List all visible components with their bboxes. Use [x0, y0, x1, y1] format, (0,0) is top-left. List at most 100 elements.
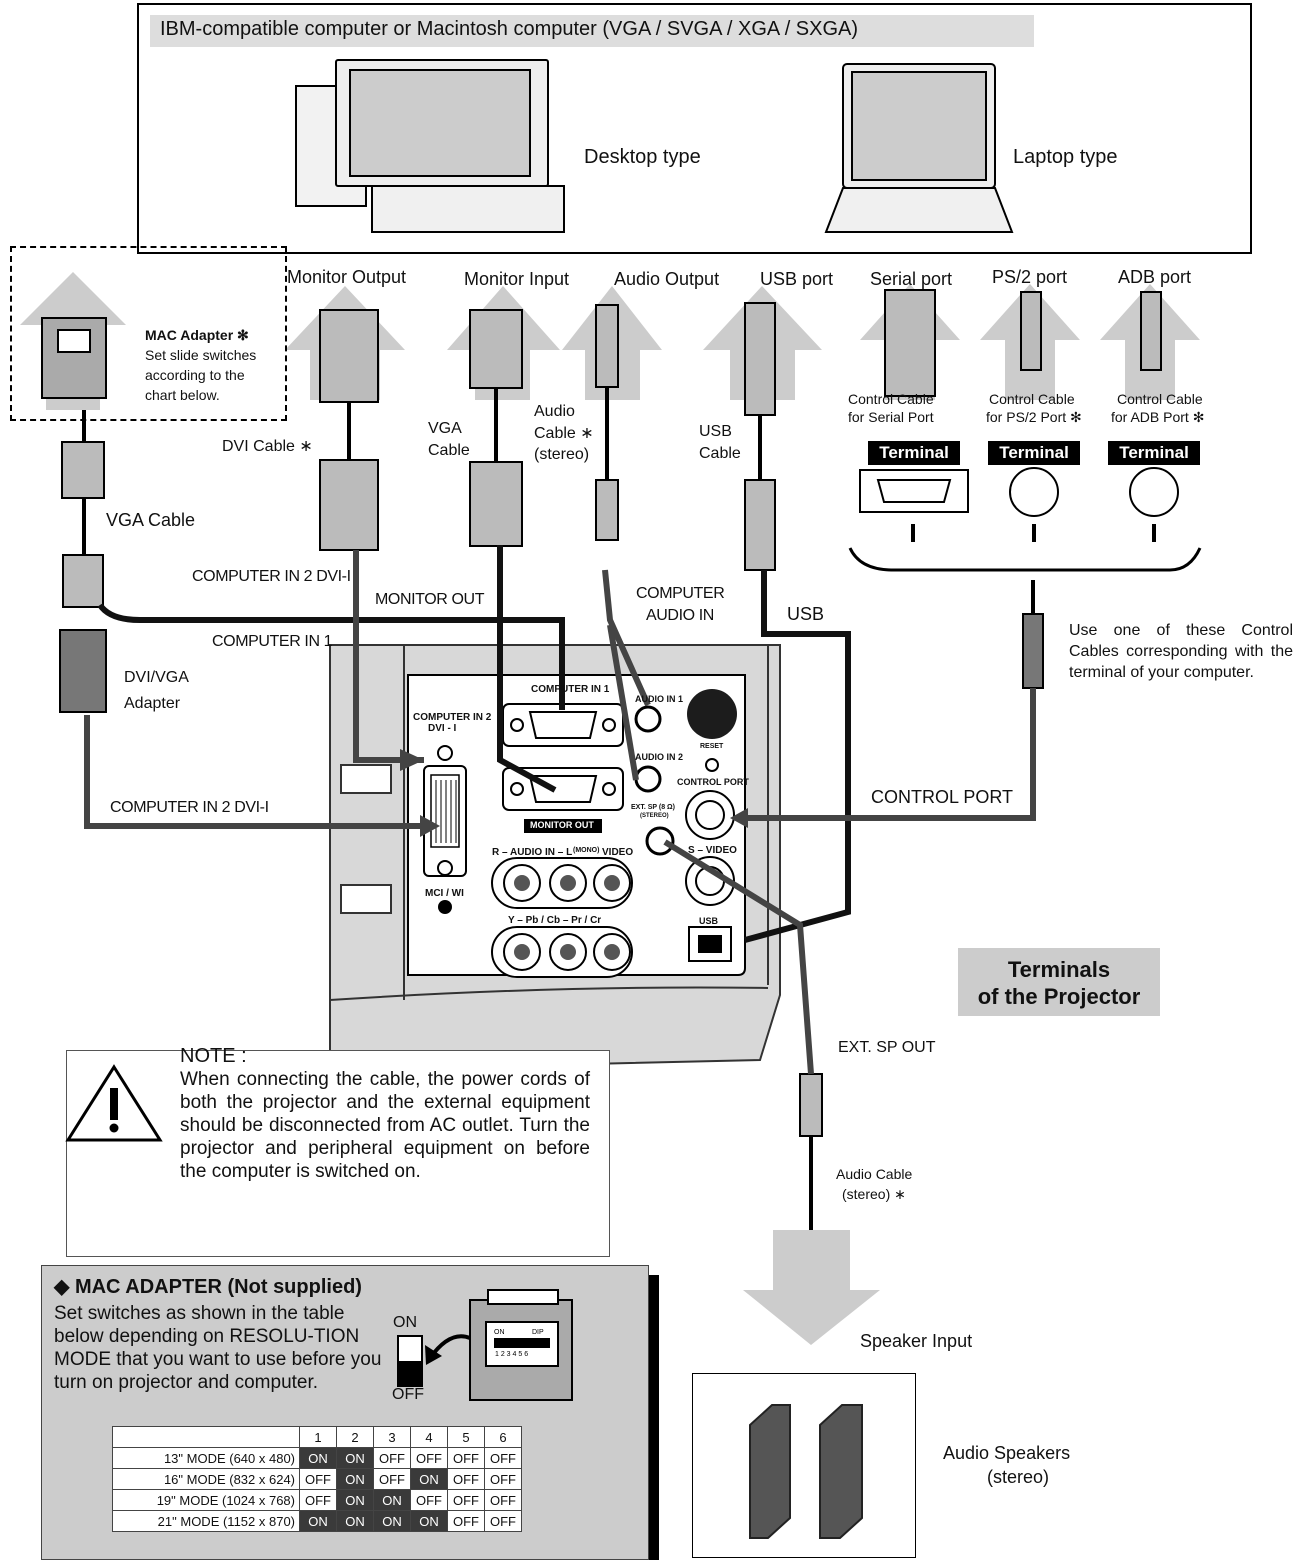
panel-computer-in-2-a: COMPUTER IN 2 [413, 712, 492, 723]
speakers-label-1: Audio Speakers [943, 1443, 1071, 1463]
mac-adapter-line2: according to the [145, 367, 245, 383]
panel-mono: (MONO) [573, 847, 600, 854]
table-header-cell: 6 [484, 1426, 522, 1448]
switch-cell: ON [373, 1489, 411, 1511]
switch-cell: ON [336, 1489, 374, 1511]
switch-cell: ON [373, 1510, 411, 1532]
panel-ext-sp-b: (STEREO) [640, 813, 669, 819]
mode-cell: 13" MODE (640 x 480) [112, 1447, 300, 1469]
switch-cell: OFF [447, 1510, 485, 1532]
mode-cell: 21" MODE (1152 x 870) [112, 1510, 300, 1532]
mode-cell: 16" MODE (832 x 624) [112, 1468, 300, 1490]
terminals-label-line2: of the Projector [977, 984, 1141, 1009]
adb-port-label: ADB port [1118, 267, 1192, 287]
control-cable-note: Use one of these Control Cables correspo… [1069, 622, 1293, 681]
vga-cable-left-label: VGA Cable [106, 510, 196, 530]
switch-cell: ON [299, 1510, 337, 1532]
panel-audio-in-2: AUDIO IN 2 [635, 752, 684, 762]
audio-cable-label-1: Audio [534, 403, 575, 420]
switch-off-label: OFF [392, 1386, 424, 1403]
table-header-cell: 1 [299, 1426, 337, 1448]
dvi-vga-adapter-label-2: Adapter [124, 695, 181, 712]
table-header-cell: 5 [447, 1426, 485, 1448]
switch-cell: OFF [484, 1489, 522, 1511]
computer-in-1-label: COMPUTER IN 1 [212, 633, 333, 650]
panel-audio-row: R – AUDIO IN – L [492, 847, 573, 858]
switch-cell: OFF [447, 1489, 485, 1511]
usb-cable-label-2: Cable [699, 445, 741, 462]
switch-cell: OFF [410, 1489, 448, 1511]
audio-output-label: Audio Output [614, 269, 720, 289]
ext-sp-audio-cable-label-1: Audio Cable [836, 1166, 913, 1182]
laptop-label: Laptop type [1013, 146, 1118, 168]
dvi-vga-adapter-label-1: DVI/VGA [124, 669, 189, 686]
warning-icon-overlay [66, 1064, 163, 1142]
mac-adapter-illustration: ON DIP 1 2 3 4 5 6 [397, 1289, 573, 1401]
dip-numbers-text: 1 2 3 4 5 6 [495, 1351, 528, 1358]
audio-cable-label-2: Cable ∗ [534, 425, 594, 442]
panel-monitor-out: MONITOR OUT [530, 820, 594, 830]
usb-port-label: USB port [760, 269, 834, 289]
terminal-serial-badge: Terminal [868, 441, 960, 465]
speakers-label-2: (stereo) [987, 1467, 1050, 1487]
panel-video: VIDEO [602, 847, 634, 858]
computer-box [137, 3, 1252, 254]
computer-in-2-dvi-bottom-label: COMPUTER IN 2 DVI-I [110, 799, 269, 816]
vga-cable-mid-label-1: VGA [428, 420, 462, 437]
control-port-label: CONTROL PORT [871, 787, 1014, 807]
mode-cell: 19" MODE (1024 x 768) [112, 1489, 300, 1511]
vga-cable-mid-label-2: Cable [428, 442, 470, 459]
monitor-output-label: Monitor Output [287, 267, 407, 287]
note-box [66, 1050, 610, 1257]
computer-heading: IBM-compatible computer or Macintosh com… [160, 18, 859, 40]
projector-back-panel [329, 644, 781, 1072]
desktop-label: Desktop type [584, 146, 701, 168]
computer-in-2-dvi-top-label: COMPUTER IN 2 DVI-I [192, 568, 351, 585]
terminals-label-line1: Terminals [1007, 957, 1111, 982]
panel-computer-in-2-b: DVI - I [428, 723, 457, 734]
monitor-out-label: MONITOR OUT [375, 591, 485, 608]
ext-sp-audio-cable-label-2: (stereo) ∗ [842, 1186, 906, 1202]
control-cable-adb-1: Control Cable [1117, 391, 1203, 407]
terminals-of-projector-label: Terminals of the Projector [958, 948, 1160, 1016]
note-body: When connecting the cable, the power cor… [180, 1069, 590, 1182]
table-header-cell: 4 [410, 1426, 448, 1448]
switch-cell: OFF [484, 1447, 522, 1469]
desktop-computer-icon [295, 59, 565, 233]
dip-dip-text: DIP [532, 1329, 544, 1336]
switch-cell: OFF [447, 1468, 485, 1490]
note-title: NOTE : [180, 1045, 247, 1067]
control-cable-ps2-1: Control Cable [989, 391, 1075, 407]
panel-ext-sp-a: EXT. SP (8 Ω) [631, 804, 675, 811]
laptop-computer-icon [824, 63, 1014, 233]
computer-audio-in-label-2: AUDIO IN [646, 607, 714, 624]
audio-cable-label-3: (stereo) [534, 446, 590, 463]
speaker-input-arrow [743, 1230, 880, 1345]
dip-on-text: ON [494, 1329, 505, 1336]
mac-adapter-title: MAC Adapter ✻ [145, 327, 249, 343]
control-cable-adb-2: for ADB Port ✻ [1111, 409, 1205, 425]
mac-panel-title: ◆ MAC ADAPTER (Not supplied) [54, 1276, 362, 1298]
panel-control-port: CONTROL PORT [677, 777, 749, 787]
mac-adapter-line3: chart below. [145, 387, 220, 403]
cable-wires [82, 387, 1035, 1248]
table-header-cell: 3 [373, 1426, 411, 1448]
switch-cell: OFF [373, 1447, 411, 1469]
panel-audio-in-1: AUDIO IN 1 [635, 694, 684, 704]
switch-cell: ON [410, 1510, 448, 1532]
speakers-icon [749, 1404, 863, 1539]
speaker-box [692, 1373, 916, 1558]
cable-connectors [41, 289, 1162, 1311]
computer-terminals [848, 467, 1202, 572]
switch-cell: OFF [484, 1510, 522, 1532]
ps2-port-label: PS/2 port [992, 267, 1068, 287]
mac-adapter-line1: Set slide switches [145, 347, 257, 363]
dvi-cable-label: DVI Cable ∗ [222, 438, 313, 455]
